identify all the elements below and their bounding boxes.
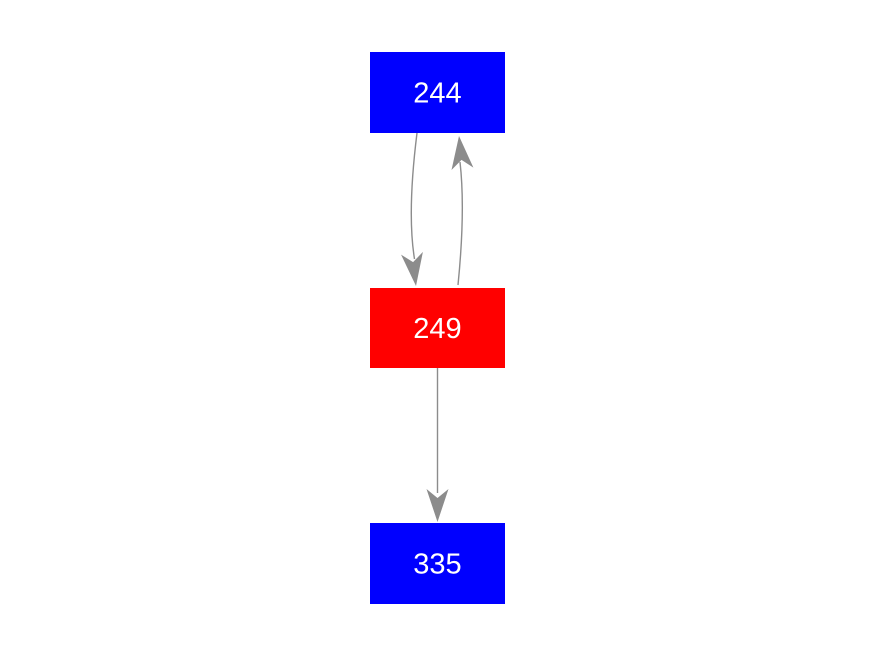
node-335-rect[interactable]	[370, 523, 505, 604]
arrowhead-244-249-icon	[401, 251, 423, 286]
edge-249-335	[426, 368, 449, 522]
node-335[interactable]: 335	[370, 523, 505, 604]
node-244-rect[interactable]	[370, 52, 505, 133]
node-335-label: 335	[413, 549, 461, 581]
node-249[interactable]: 249	[370, 288, 505, 368]
arrowhead-249-335-icon	[426, 489, 449, 522]
edge-244-249-path	[410, 132, 418, 260]
node-249-rect[interactable]	[370, 288, 505, 368]
node-244[interactable]: 244	[370, 52, 505, 133]
node-244-label: 244	[413, 78, 461, 110]
arrowhead-249-244-icon	[451, 136, 474, 170]
node-249-label: 249	[413, 313, 461, 345]
edge-249-244	[451, 136, 474, 286]
edge-244-249	[401, 132, 423, 286]
edge-249-244-path	[457, 161, 464, 286]
